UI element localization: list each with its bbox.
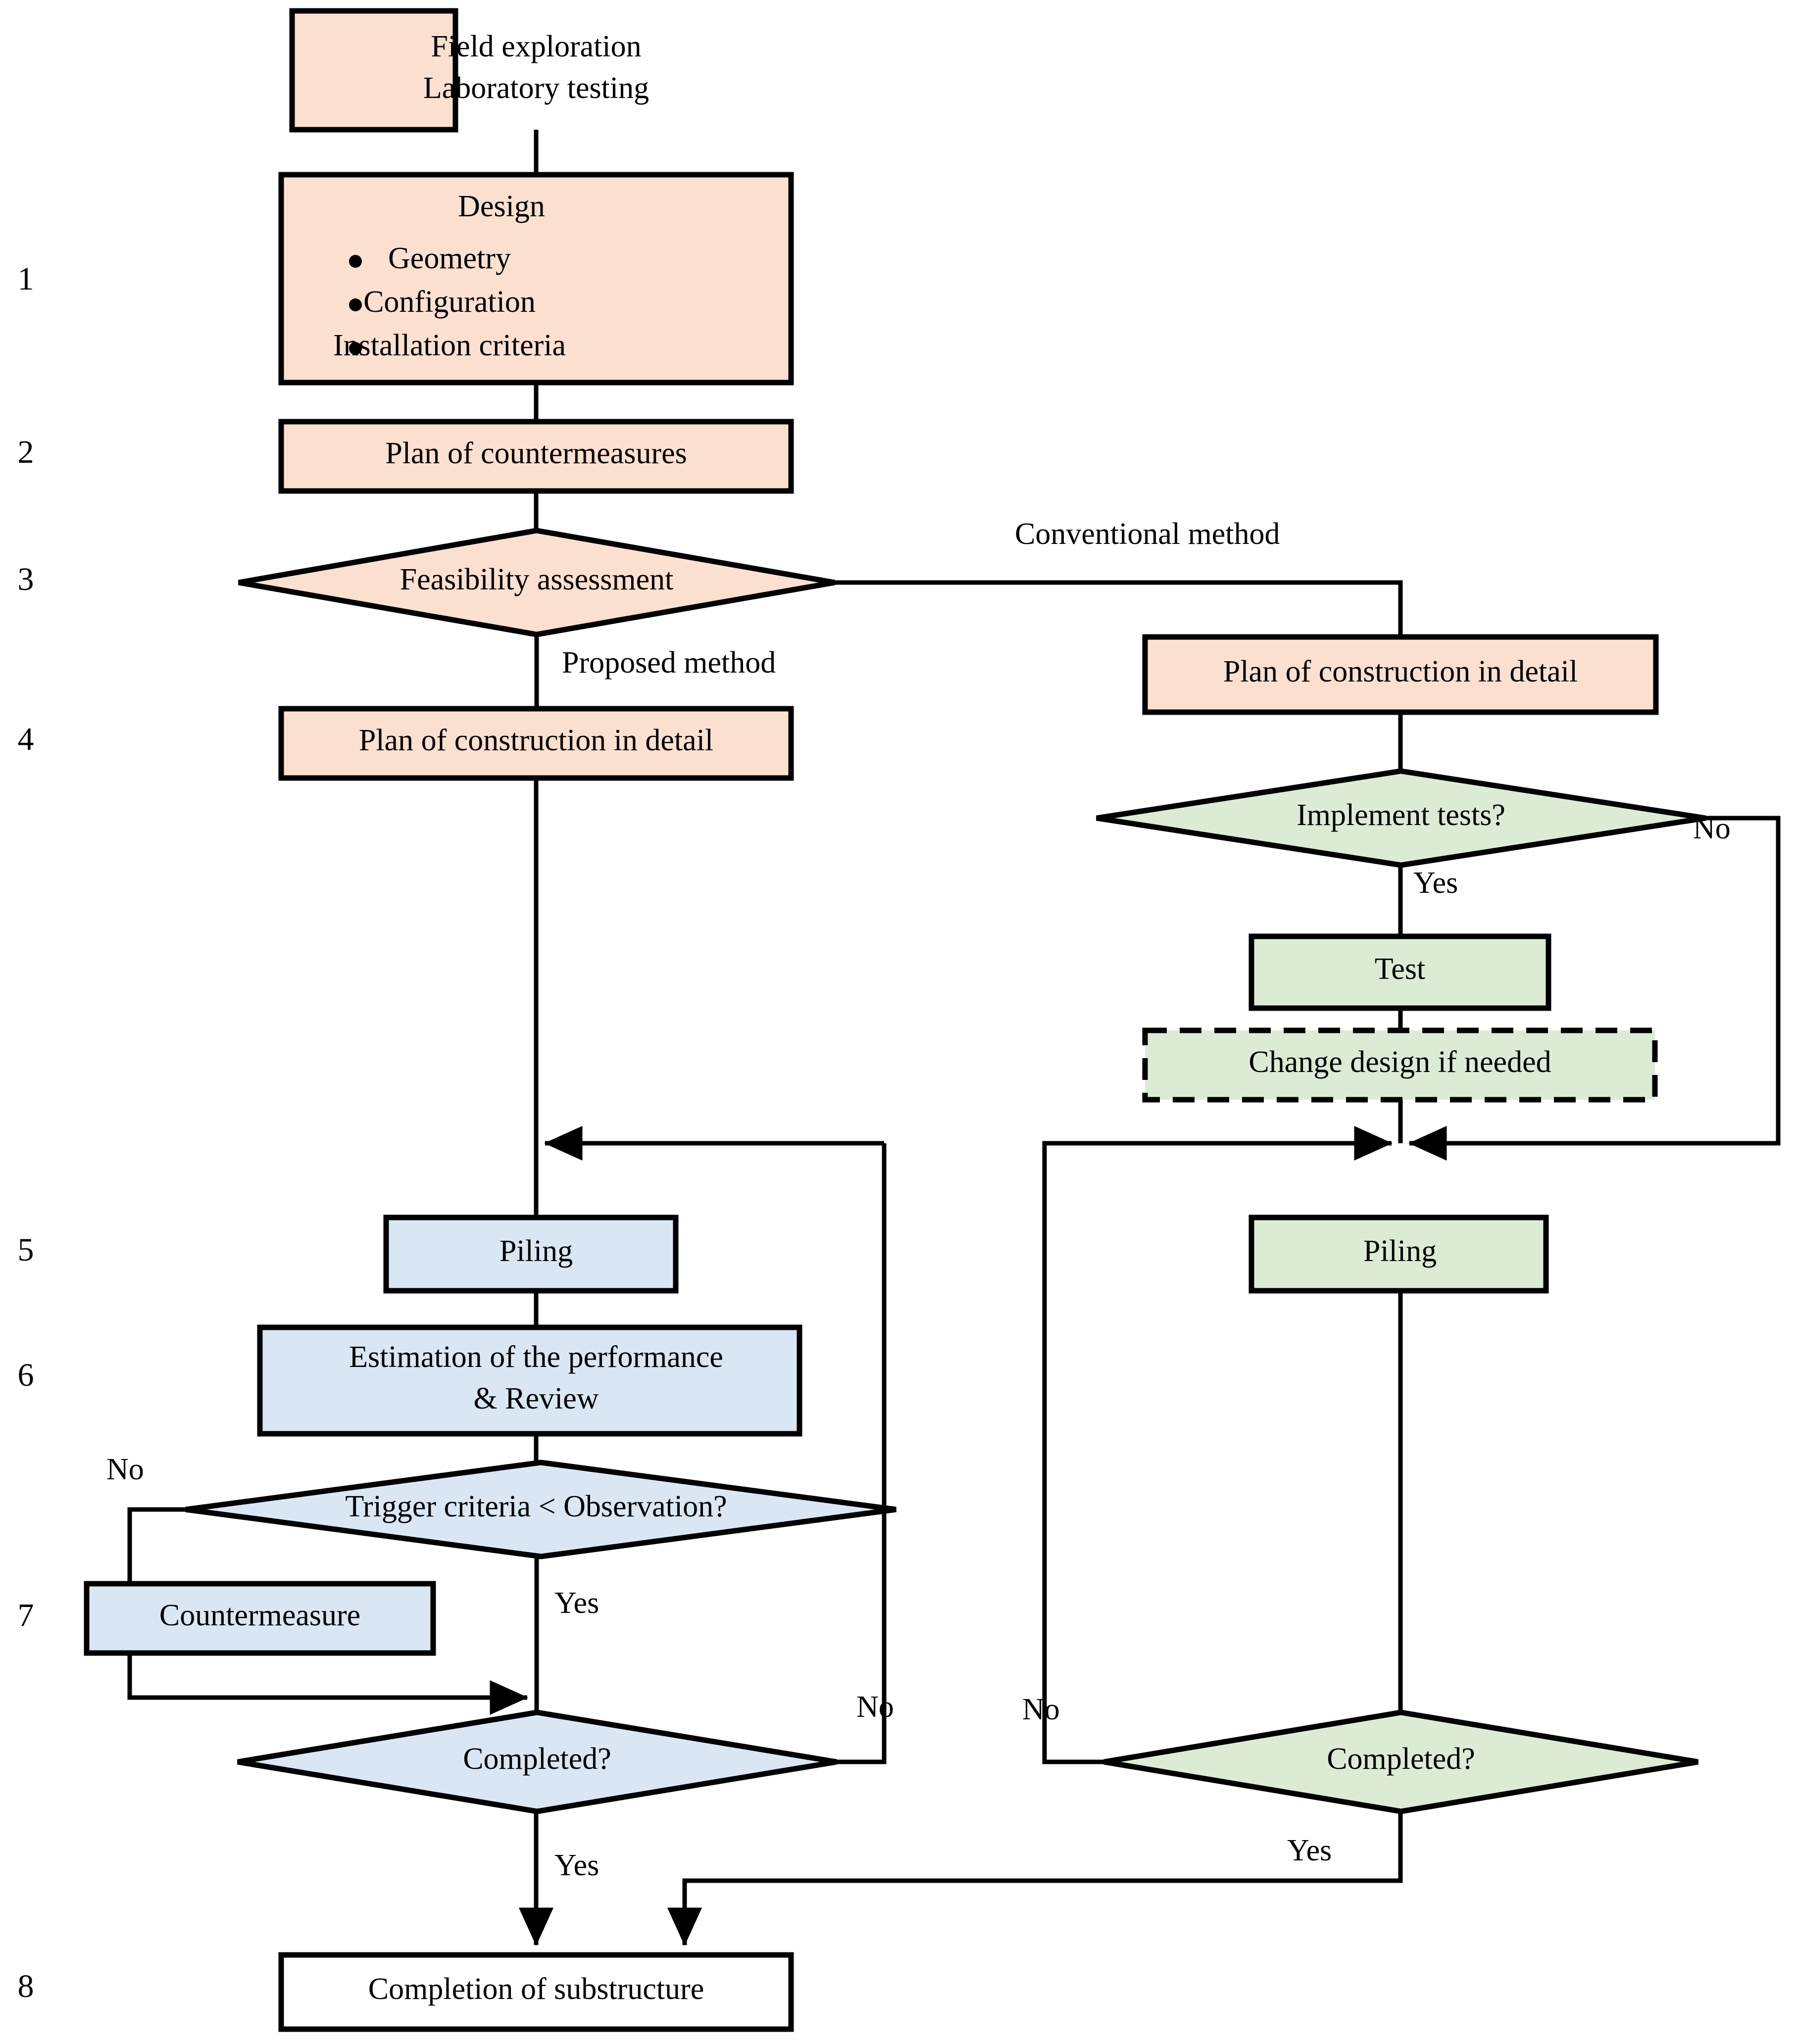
node-label: Installation criteria [333, 329, 566, 362]
step-number: 3 [18, 561, 34, 597]
node-shape-rect [1142, 634, 1659, 715]
node-label: Trigger criteria < Observation? [345, 1490, 727, 1523]
edge-label: Yes [554, 1586, 599, 1620]
edge-label: No [106, 1453, 144, 1486]
flow-node-change_design[interactable]: Change design if needed [1142, 1027, 1658, 1103]
step-number: 5 [18, 1232, 34, 1268]
edge-label: No [1022, 1693, 1060, 1726]
node-label: Geometry [388, 242, 511, 275]
flow-node-plan_counter[interactable]: Plan of countermeasures [278, 419, 794, 494]
node-shape-rect [289, 8, 458, 133]
flow-node-feasibility[interactable]: Feasibility assessment [238, 528, 835, 637]
edge-completed-right-no [1042, 1125, 1393, 1764]
node-shape-rect [1248, 1215, 1549, 1294]
edge-countermeasure-return [127, 1653, 528, 1715]
flow-node-estimation[interactable]: Estimation of the performance & Review [257, 1324, 802, 1437]
bullet-dot [349, 342, 362, 355]
node-label: Change design if needed [1248, 1045, 1551, 1079]
edge-completed-left-no [837, 1143, 887, 1764]
bullet-dot [349, 298, 362, 311]
flow-node-completed_right[interactable]: Completed? [1103, 1709, 1698, 1814]
node-label: Piling [1363, 1234, 1437, 1268]
edge-label: Yes [1287, 1834, 1332, 1867]
node-shape-rect [84, 1581, 436, 1656]
node-shape-rect [278, 706, 794, 781]
node-shape-rect [278, 419, 794, 494]
node-label: Plan of countermeasures [385, 437, 687, 470]
node-shape-diamond [238, 528, 835, 637]
node-label: Countermeasure [159, 1599, 360, 1632]
node-shape-rect [1142, 1027, 1658, 1103]
flow-node-impl_tests[interactable]: Implement tests? [1096, 768, 1706, 868]
edge-tests-no-loop [1408, 816, 1781, 1161]
node-label: Estimation of the performance [349, 1340, 723, 1374]
node-shape-diamond [1096, 768, 1706, 868]
edge-label: Proposed method [562, 646, 776, 680]
step-number: 4 [18, 721, 34, 757]
flow-node-completion[interactable]: Completion of substructure [278, 1952, 794, 2032]
node-shape-rect [257, 1324, 802, 1437]
edge-label: No [856, 1690, 894, 1724]
node-label: Design [458, 190, 545, 223]
edge-feasibility-conventional [835, 580, 1403, 637]
node-shape-rect [278, 172, 794, 386]
step-number: 7 [18, 1597, 34, 1633]
node-label: Laboratory testing [423, 71, 649, 105]
flow-node-plan_left[interactable]: Plan of construction in detail [278, 706, 794, 781]
node-shape-rect [1248, 933, 1551, 1011]
flow-node-completed_left[interactable]: Completed? [237, 1709, 837, 1814]
flow-node-piling_right[interactable]: Piling [1248, 1215, 1549, 1294]
flow-node-design[interactable]: DesignGeometryConfigurationInstallation … [278, 172, 794, 386]
node-shape-rect [278, 1952, 794, 2032]
edge-label: No [1693, 812, 1731, 845]
edge-completed-right-yes [667, 1811, 1403, 1946]
bullet-dot [349, 255, 362, 268]
step-number: 6 [18, 1357, 34, 1393]
node-label: Field exploration [431, 30, 641, 63]
flow-node-countermeasure[interactable]: Countermeasure [84, 1581, 436, 1656]
flow-node-piling_left[interactable]: Piling [383, 1215, 679, 1294]
node-label: Plan of construction in detail [1223, 655, 1578, 688]
node-label: Feasibility assessment [400, 563, 674, 596]
edge-label: Yes [554, 1849, 599, 1882]
edge-layer [127, 130, 1781, 1946]
edge-trigger-no [127, 1507, 186, 1584]
node-label: Completed? [1327, 1742, 1475, 1776]
step-number: 8 [18, 1968, 34, 2004]
node-shape-diamond [185, 1460, 897, 1559]
node-label: Implement tests? [1297, 798, 1505, 832]
node-label: & Review [473, 1382, 599, 1415]
node-shape-diamond [237, 1709, 837, 1814]
node-shape-rect [383, 1215, 679, 1294]
edge-label: Conventional method [1015, 517, 1280, 551]
node-label: Plan of construction in detail [359, 724, 713, 757]
node-label: Test [1375, 952, 1425, 986]
flow-node-trigger[interactable]: Trigger criteria < Observation? [185, 1460, 897, 1559]
flow-node-plan_right[interactable]: Plan of construction in detail [1142, 634, 1659, 715]
node-label: Configuration [363, 285, 536, 319]
edge-label: Yes [1413, 866, 1458, 900]
node-label: Completed? [463, 1742, 611, 1776]
step-number: 1 [18, 261, 34, 297]
step-number: 2 [18, 434, 34, 470]
node-shape-diamond [1103, 1709, 1698, 1814]
node-label: Piling [499, 1234, 573, 1268]
flow-node-test[interactable]: Test [1248, 933, 1551, 1011]
node-label: Completion of substructure [368, 1972, 704, 2006]
